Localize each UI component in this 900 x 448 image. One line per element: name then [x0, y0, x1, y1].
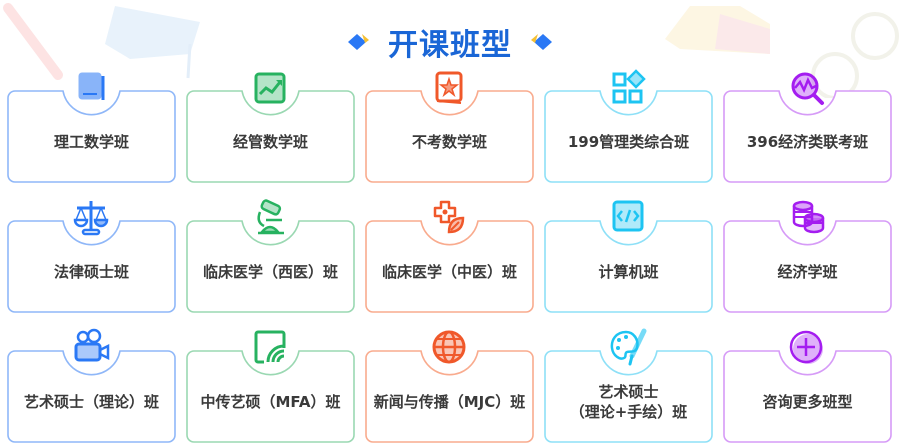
course-label-line2: （理论+手绘）班: [569, 403, 688, 421]
course-label: 中传艺硕（MFA）班: [200, 393, 341, 411]
card-frame: [544, 220, 713, 313]
course-label: 经管数学班: [232, 133, 308, 151]
course-card[interactable]: 艺术硕士 （理论+手绘）班: [544, 328, 713, 443]
card-frame: [365, 90, 534, 183]
course-label: 396经济类联考班: [746, 133, 869, 151]
course-card[interactable]: 咨询更多班型: [723, 330, 892, 443]
diamond-decoration-right-icon: [531, 34, 552, 50]
course-label-line1: 艺术硕士: [598, 383, 659, 401]
search-pulse-icon: [791, 72, 824, 105]
course-label: 临床医学（中医）班: [381, 263, 517, 281]
course-label: 咨询更多班型: [762, 393, 853, 411]
broadcast-icon: [254, 330, 286, 364]
card-frame: [365, 350, 534, 443]
palette-icon: [610, 328, 647, 366]
card-frame: [723, 220, 892, 313]
course-label: 艺术硕士 （理论+手绘）班: [544, 382, 713, 422]
course-card[interactable]: 法律硕士班: [7, 201, 176, 313]
course-label: 199管理类综合班: [567, 133, 690, 151]
card-frame: [7, 90, 176, 183]
course-card[interactable]: 199管理类综合班: [544, 69, 713, 183]
course-label: 不考数学班: [411, 133, 487, 151]
code-icon: [612, 200, 644, 232]
card-frame: [544, 90, 713, 183]
card-frame: [7, 220, 176, 313]
course-label: 计算机班: [598, 263, 659, 281]
course-label: 艺术硕士（理论）班: [23, 393, 159, 411]
course-card[interactable]: 经管数学班: [186, 72, 355, 183]
card-frame: [186, 350, 355, 443]
herb-flower-icon: [433, 200, 465, 234]
course-label: 经济学班: [777, 263, 838, 281]
star-book-icon: [435, 71, 463, 104]
course-card[interactable]: 艺术硕士（理论）班: [7, 328, 176, 443]
course-card[interactable]: 不考数学班: [365, 71, 534, 183]
course-label: 理工数学班: [53, 133, 129, 151]
section-header: 开课班型: [0, 20, 900, 64]
coins-icon: [792, 200, 825, 234]
apps-grid-icon: [612, 69, 646, 104]
book-icon: [78, 72, 105, 100]
card-frame: [186, 90, 355, 183]
course-label: 临床医学（西医）班: [202, 263, 338, 281]
course-label: 法律硕士班: [53, 263, 129, 281]
diamond-decoration-left-icon: [348, 34, 369, 50]
globe-icon: [432, 330, 466, 364]
card-frame: [186, 220, 355, 313]
course-card[interactable]: 临床医学（中医）班: [365, 200, 534, 313]
course-card[interactable]: 396经济类联考班: [723, 72, 892, 183]
plus-circle-icon: [789, 330, 823, 364]
course-card[interactable]: 计算机班: [544, 200, 713, 313]
course-card[interactable]: 经济学班: [723, 200, 892, 313]
course-card[interactable]: 临床医学（西医）班: [186, 199, 355, 313]
card-frame: [544, 350, 713, 443]
card-frame: [723, 90, 892, 183]
course-card[interactable]: 理工数学班: [7, 72, 176, 183]
course-card[interactable]: 新闻与传播（MJC）班: [365, 330, 534, 443]
course-label: 新闻与传播（MJC）班: [373, 393, 526, 411]
card-frame: [723, 350, 892, 443]
course-card[interactable]: 中传艺硕（MFA）班: [186, 330, 355, 443]
card-frame: [7, 350, 176, 443]
card-frame: [365, 220, 534, 313]
scales-icon: [73, 201, 109, 236]
trend-chart-icon: [254, 72, 286, 104]
video-camera-icon: [74, 328, 110, 362]
page-title: 开课班型: [388, 28, 512, 63]
microscope-icon: [257, 199, 284, 235]
